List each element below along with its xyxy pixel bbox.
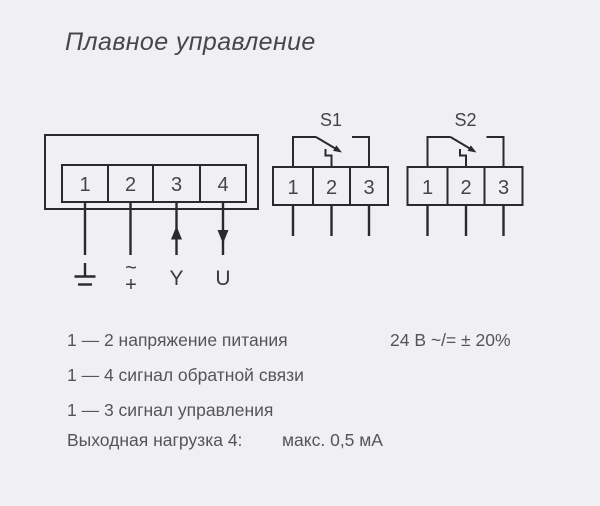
legend-output-load-value: макс. 0,5 мА [282,430,383,450]
device-outline [44,134,259,210]
main-terminal-block: 1 2 3 4 ~ + Y U [44,134,259,296]
control-signal-label: Y [169,267,183,290]
terminal-number: 2 [326,177,337,199]
terminal-number: 2 [460,177,471,199]
arrow-up-icon [171,226,182,240]
switch-common-riser [459,149,467,167]
page-title: Плавное управление [65,28,316,56]
terminal-number: 4 [217,174,228,196]
svg-text:~: ~ [125,257,137,279]
legend-power-supply: 1 — 2 напряжение питания [67,330,288,350]
arrow-down-icon [217,230,229,244]
legend-output-load: Выходная нагрузка 4: [67,430,243,450]
legend-feedback-signal: 1 — 4 сигнал обратной связи [67,365,304,385]
switch-contact-right [352,136,370,167]
terminal-number: 3 [363,177,374,199]
wiring-diagram: 1 2 3 4 ~ + Y U [44,110,524,296]
svg-text:+: + [125,274,137,296]
legend-control-signal: 1 — 3 сигнал управления [67,400,274,420]
terminal-number: 1 [422,177,433,199]
switch-contact-right [486,136,505,167]
switch-contact-left [426,136,451,167]
switch-blade-icon [449,136,477,153]
terminal-number: 2 [125,174,136,196]
switch-s1-label: S1 [320,110,342,130]
ground-icon [74,263,96,286]
switch-s1-block: S1 1 2 3 [272,110,389,236]
terminal-number: 3 [171,174,182,196]
ac-dc-icon: ~ + [125,257,137,296]
feedback-signal-label: U [215,267,230,290]
switch-common-riser [324,149,333,167]
legend-voltage-rating: 24 В ~/= ± 20% [390,330,511,350]
switch-blade-icon [315,136,342,153]
terminal-number: 1 [79,174,90,196]
switch-s2-label: S2 [454,110,476,130]
terminal-number: 1 [287,177,298,199]
switch-s2-block: S2 1 2 3 [406,110,524,236]
terminal-number: 3 [498,177,509,199]
switch-contact-left [292,136,316,167]
